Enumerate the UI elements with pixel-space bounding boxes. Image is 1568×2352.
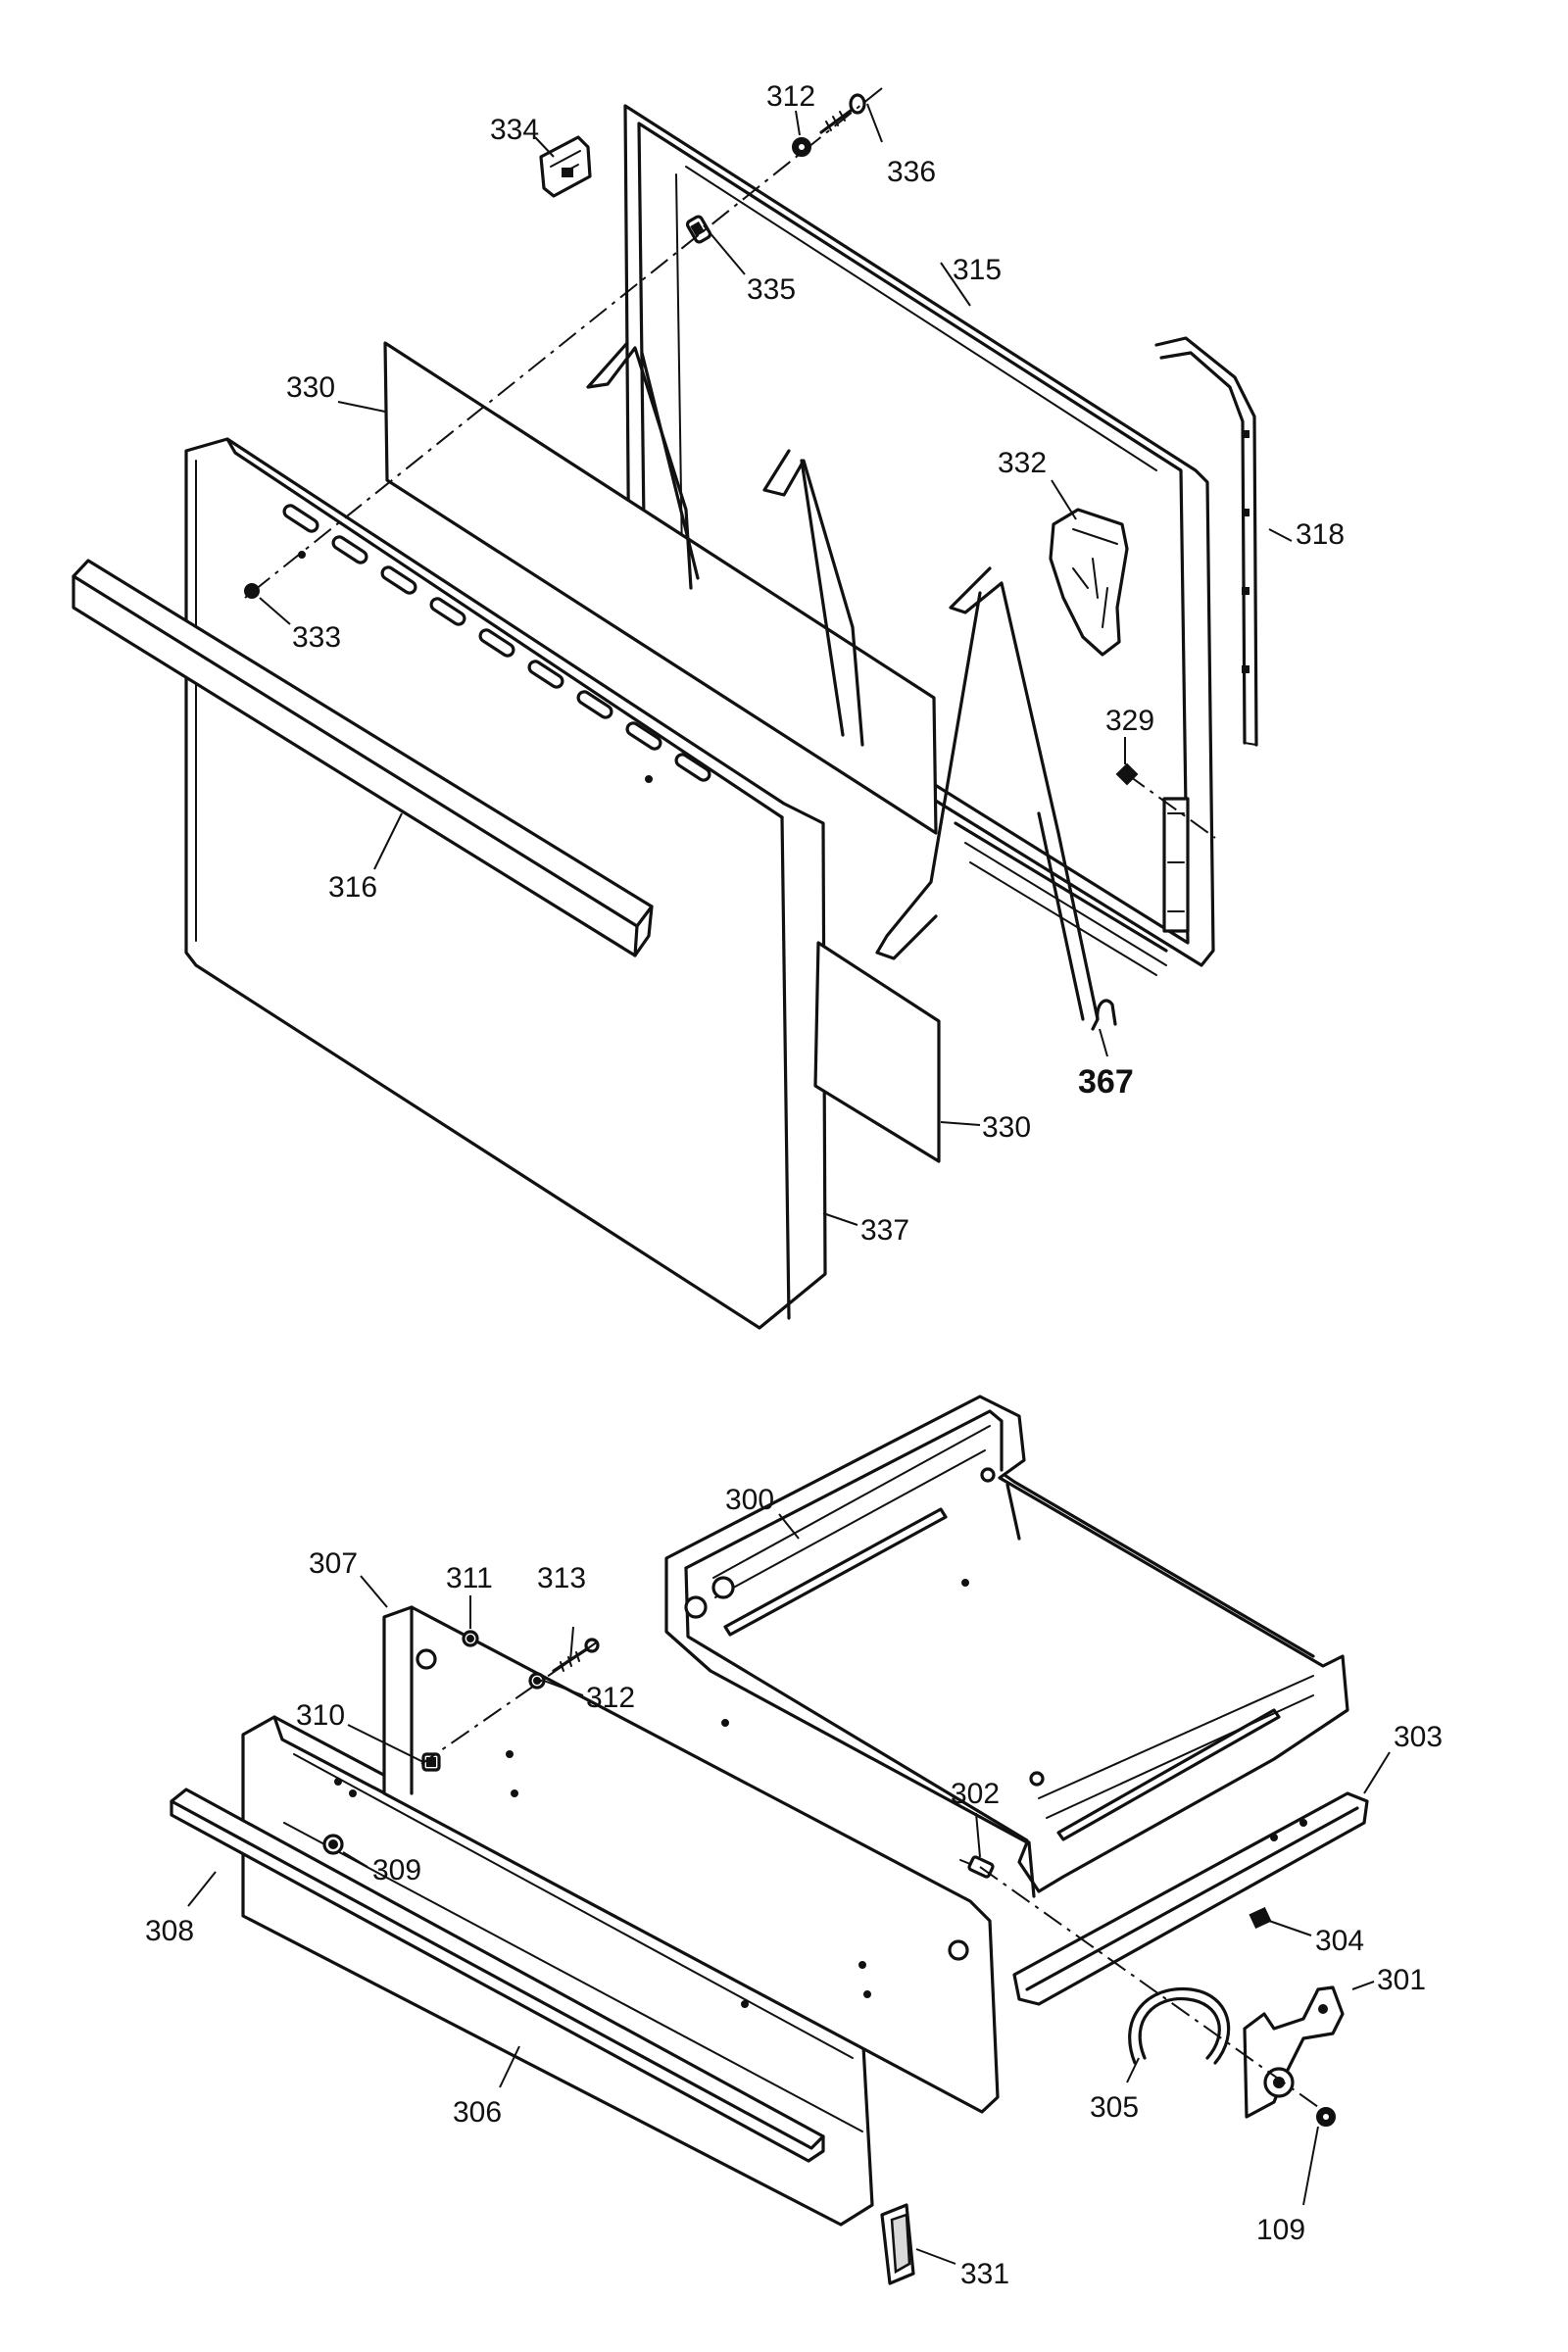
door-gasket-318 <box>1154 336 1258 747</box>
label-337: 337 <box>860 1214 909 1247</box>
drawer-rail-303 <box>1012 1791 1369 2006</box>
label-311: 311 <box>446 1562 493 1594</box>
label-330-lower: 330 <box>982 1111 1031 1144</box>
label-307: 307 <box>309 1547 358 1580</box>
part-labels: 312 336 334 335 315 330 318 332 333 329 … <box>145 80 1443 2290</box>
label-334: 334 <box>490 114 539 146</box>
assembly-axis-drawer <box>420 1641 599 1765</box>
label-329: 329 <box>1105 705 1154 737</box>
nut-109 <box>1316 2107 1336 2127</box>
label-300: 300 <box>725 1484 774 1516</box>
leader-lines <box>187 103 1391 2265</box>
clip-304 <box>1249 1906 1272 1930</box>
label-109: 109 <box>1256 2214 1305 2246</box>
label-333: 333 <box>292 621 341 654</box>
label-316: 316 <box>328 871 377 904</box>
label-301: 301 <box>1377 1964 1426 1996</box>
label-310: 310 <box>296 1699 345 1732</box>
insulation-panel-330-lower <box>813 941 941 1163</box>
label-305: 305 <box>1090 2091 1139 2124</box>
label-367: 367 <box>1078 1063 1134 1101</box>
washer-312-lower <box>528 1672 546 1690</box>
label-313: 313 <box>537 1562 586 1594</box>
label-308: 308 <box>145 1915 194 1947</box>
label-330-upper: 330 <box>286 371 335 404</box>
label-304: 304 <box>1315 1925 1364 1957</box>
drawer-handle-308 <box>170 1788 825 2163</box>
label-312-upper: 312 <box>766 80 815 113</box>
drawer-inner-panel-307 <box>382 1605 1000 2114</box>
hinge-bolt-335 <box>685 215 712 244</box>
assembly-axis-329 <box>1126 773 1216 839</box>
label-302: 302 <box>951 1778 1000 1810</box>
label-331: 331 <box>960 2258 1009 2290</box>
label-306: 306 <box>453 2096 502 2129</box>
label-312-lower: 312 <box>586 1682 635 1714</box>
door-handle-316 <box>72 559 654 957</box>
screw-309 <box>322 1834 344 1855</box>
insulation-panel-330-upper <box>383 341 938 835</box>
inner-door-liner-315 <box>623 104 1215 976</box>
screw-313 <box>552 1638 600 1673</box>
label-335: 335 <box>747 273 796 306</box>
wire-rack-367 <box>586 341 1117 1031</box>
label-336: 336 <box>887 156 936 188</box>
insulation-block-332 <box>1049 508 1129 657</box>
nut-312-upper <box>792 137 811 157</box>
label-318: 318 <box>1296 518 1345 551</box>
label-315: 315 <box>953 254 1002 286</box>
drawer-box-300 <box>664 1395 1349 1898</box>
assembly-axis-upper <box>244 87 883 599</box>
label-303: 303 <box>1394 1721 1443 1753</box>
outer-door-panel-337 <box>184 437 827 1330</box>
label-309: 309 <box>372 1854 421 1886</box>
assembly-axis-rail <box>979 1866 1319 2108</box>
spring-clip-305 <box>1128 1986 1231 2065</box>
label-332: 332 <box>998 447 1047 479</box>
screw-336 <box>819 93 866 134</box>
roller-bracket-301 <box>1243 1985 1345 2119</box>
door-hinge-bracket-334 <box>539 135 592 198</box>
screw-333 <box>244 583 260 599</box>
stud-302 <box>959 1855 995 1879</box>
nut-311 <box>462 1630 479 1647</box>
drawer-bracket-331 <box>880 2203 915 2285</box>
